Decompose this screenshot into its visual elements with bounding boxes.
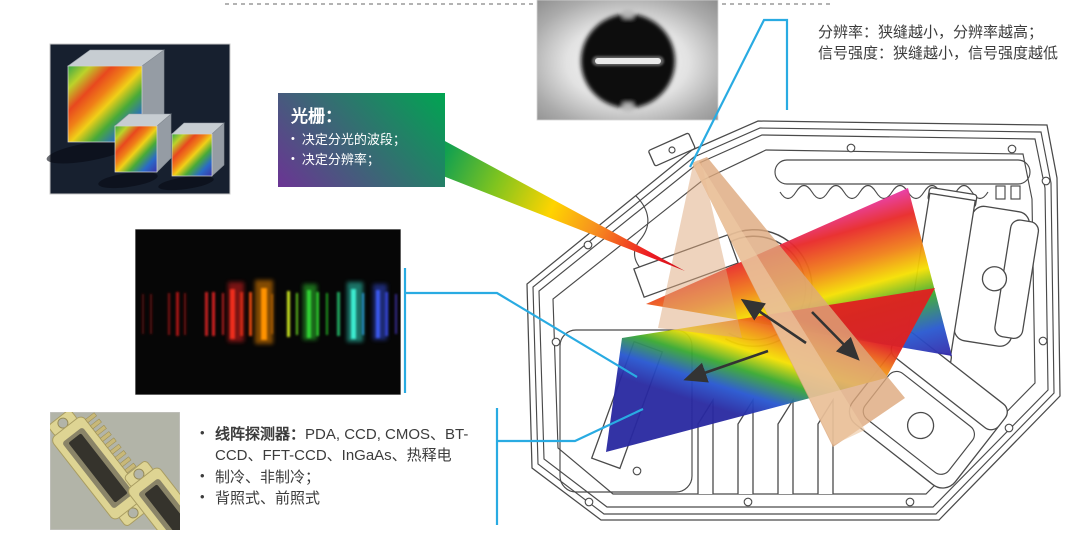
detector-note-item-3: 背照式、前照式 (197, 488, 515, 509)
detector-note-item-1: 线阵探测器：PDA, CCD, CMOS、BT-CCD、FFT-CCD、InGa… (197, 424, 515, 467)
detector-note-item-2: 制冷、非制冷； (197, 467, 515, 488)
slit-aperture (595, 58, 661, 64)
detector-chip-1 (50, 412, 152, 526)
spectrometer-drawing (443, 120, 1061, 521)
detector-chip-2 (124, 461, 180, 530)
screw-holes (551, 143, 1051, 507)
diffraction-gratings-photo (46, 43, 231, 195)
beam-slit-cone (692, 157, 905, 447)
grating-box-bullet-1: • 决定分光的波段； (291, 130, 439, 150)
grating-box-title: 光栅： (291, 107, 342, 126)
grating-cube-small (171, 122, 225, 177)
slit-resolution-note: 分辨率：狭缝越小，分辨率越高； 信号强度：狭缝越小，信号强度越低 (818, 22, 1074, 65)
bullet-dot: • (291, 133, 295, 145)
beam-from-grating-box (443, 140, 685, 271)
slit-tab (648, 132, 696, 167)
bullet-dot: • (291, 152, 295, 165)
linear-array-detector-photo (50, 412, 180, 530)
beam-slit-cone-small (658, 161, 742, 338)
slit-note-line-1: 分辨率：狭缝越小，分辨率越高； (818, 24, 1044, 41)
entrance-slit-photo (536, 0, 719, 121)
detector-note: 线阵探测器：PDA, CCD, CMOS、BT-CCD、FFT-CCD、InGa… (197, 424, 515, 509)
slit-callout-line (689, 18, 789, 168)
top-baffle-slot (774, 159, 1031, 185)
grating-info-box: 光栅： • 决定分光的波段； • 决定分辨率； (278, 93, 445, 187)
spectral-lines (142, 288, 397, 340)
beam-direction-arrows (683, 298, 860, 383)
emission-spectrum-photo (135, 229, 401, 395)
slit-note-line-2: 信号强度：狭缝越小，信号强度越低 (818, 45, 1059, 63)
spectrum-callout-line (403, 268, 638, 393)
grating-cube-medium (114, 113, 172, 173)
grating-box-bullet-2: • 决定分辨率； (291, 150, 439, 170)
grating-mount (953, 205, 1040, 347)
